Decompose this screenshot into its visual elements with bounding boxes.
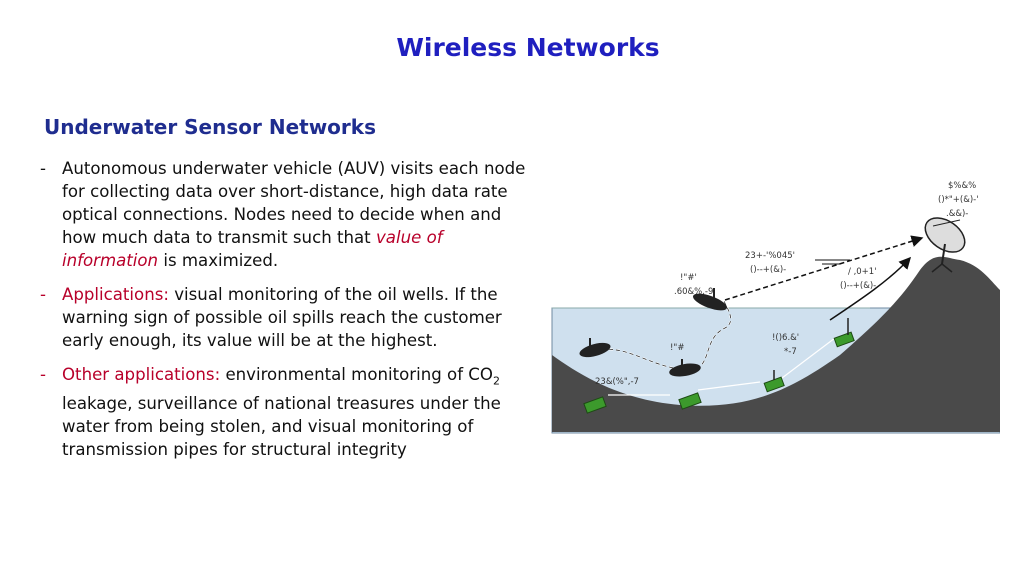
sensor-node-icon: [678, 392, 702, 410]
sensor-label: !()6.&': [772, 333, 799, 343]
bullet-text: environmental monitoring of CO: [220, 365, 493, 384]
dish-icon: [924, 217, 966, 273]
auv-icon: [692, 288, 728, 311]
sensor-label: *-7: [784, 347, 797, 357]
page-title: Wireless Networks: [396, 33, 660, 62]
bullet-text: is maximized.: [158, 251, 279, 270]
sensor-label: 23&(%",-7: [595, 377, 639, 387]
rf-label: ()--+(&)-: [840, 281, 876, 291]
auv-icon: [669, 359, 701, 377]
highlight-text: Applications:: [62, 285, 169, 304]
bullet-item-other-applications: - Other applications: environmental moni…: [40, 363, 540, 461]
bullet-text: Autonomous underwater vehicle (AUV) visi…: [62, 159, 526, 247]
rf-label: / ,0+1': [848, 267, 877, 277]
auv-icon: [579, 338, 611, 358]
optical-link-arrow: [781, 337, 836, 379]
subscript: 2: [492, 374, 500, 388]
surface-label: !"#': [680, 273, 697, 283]
station-label: $%&%: [948, 181, 976, 191]
sensor-node-icon: [583, 396, 607, 414]
surface-label: .60&%,-9: [674, 287, 713, 297]
bullet-item-auv: - Autonomous underwater vehicle (AUV) vi…: [40, 157, 540, 272]
bullet-text: visual monitoring of the oil wells. If t…: [62, 285, 502, 350]
link-label: 23+-'%045': [745, 251, 795, 261]
highlight-text: value of information: [62, 228, 443, 270]
link-arrow: [829, 256, 912, 321]
station-label: ()*"+(&)-': [938, 195, 979, 205]
bullet-dash: -: [40, 159, 46, 178]
optical-link-arrow: [697, 381, 761, 391]
section-subtitle: Underwater Sensor Networks: [44, 115, 376, 139]
bullet-item-applications: - Applications: visual monitoring of the…: [40, 283, 540, 352]
bullet-dash: -: [40, 365, 46, 384]
underwater-network-diagram: $%&% ()*"+(&)-' .&&)- 23+-'%045' ()--+(&…: [551, 181, 1000, 434]
bullet-list: - Autonomous underwater vehicle (AUV) vi…: [40, 157, 540, 472]
auv-label: !"#: [670, 343, 684, 353]
link-arrow: [724, 235, 924, 301]
auv-path: [594, 299, 732, 371]
highlight-text: Other applications:: [62, 365, 221, 384]
sensor-node-icon: [833, 318, 855, 348]
bullet-text: leakage, surveillance of national treasu…: [62, 394, 501, 460]
link-label: ()--+(&)-: [750, 265, 786, 275]
station-label: .&&)-: [946, 209, 968, 219]
seabed-hill: [552, 256, 1000, 432]
bullet-dash: -: [40, 285, 46, 304]
sensor-node-icon: [763, 370, 785, 393]
